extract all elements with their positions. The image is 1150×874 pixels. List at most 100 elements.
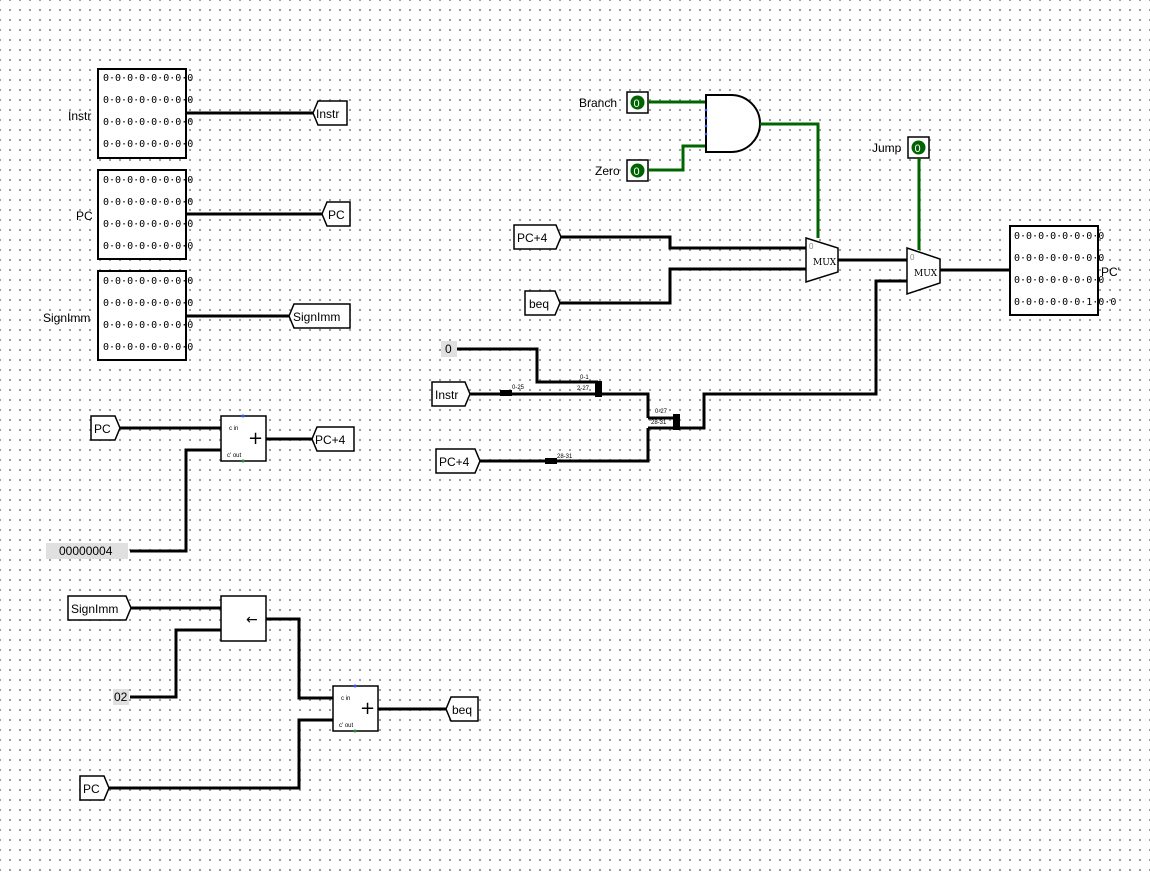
- pin-led: [630, 95, 645, 110]
- tunnel-shape[interactable]: [288, 303, 351, 329]
- tunnel-instr[interactable]: Instr: [312, 100, 348, 126]
- tunnel-shape[interactable]: [79, 775, 110, 801]
- signimm-probe-row: 0·0·0·0·0·0·0·0: [103, 320, 193, 331]
- tunnel-pc-in-label: PC: [94, 422, 111, 436]
- tunnel-pc4-out[interactable]: PC+4: [311, 426, 355, 452]
- splitter[interactable]: [673, 414, 680, 430]
- splitter[interactable]: [545, 458, 557, 464]
- instr-probe-row: 0·0·0·0·0·0·0·0: [103, 95, 193, 106]
- shifter[interactable]: ←: [220, 595, 267, 642]
- pin-dot: [704, 116, 708, 120]
- pc-next-probe[interactable]: 0·0·0·0·0·0·0·0 0·0·0·0·0·0·0·0 0·0·0·0·…: [1009, 225, 1116, 316]
- signimm-probe-row: 0·0·0·0·0·0·0·0: [103, 276, 193, 287]
- constant-4-bg[interactable]: [46, 543, 128, 559]
- mux-shape[interactable]: [906, 246, 941, 296]
- constant-0: 0: [445, 342, 452, 356]
- mux-zero-label: 0: [809, 242, 814, 251]
- pin-dot: [704, 124, 708, 128]
- pin-dot: [353, 684, 357, 688]
- tunnel-shape[interactable]: [67, 595, 132, 621]
- tunnel-shape[interactable]: [311, 426, 355, 452]
- tunnel-signimm[interactable]: SignImm: [288, 303, 351, 329]
- tunnel-instr-jump[interactable]: Instr: [431, 381, 471, 407]
- instr-probe-row: 0·0·0·0·0·0·0·0: [103, 73, 193, 84]
- splitter-label: 2-27: [577, 386, 590, 392]
- signimm-probe-label: SignImm: [43, 311, 90, 325]
- mux-jump[interactable]: 0 MUX: [906, 246, 941, 296]
- adder-beq[interactable]: c in c' out +: [332, 684, 379, 733]
- constant-4: 00000004: [59, 544, 113, 558]
- adder-pc4[interactable]: c in c' out +: [220, 414, 267, 463]
- signimm-probe-box[interactable]: [97, 270, 187, 361]
- tunnel-pc-in-2[interactable]: PC: [79, 775, 110, 801]
- splitter[interactable]: [595, 381, 602, 397]
- instr-probe-row: 0·0·0·0·0·0·0·0: [103, 139, 193, 150]
- and-gate-shape[interactable]: [705, 94, 761, 153]
- zero-pin[interactable]: 0: [626, 159, 649, 182]
- pc-next-probe-row: 0·0·0·0·0·0·1·0·0: [1014, 297, 1116, 308]
- tunnel-shape[interactable]: [321, 201, 351, 227]
- tunnel-beq-mux[interactable]: beq: [524, 290, 561, 316]
- pc-next-probe-row: 0·0·0·0·0·0·0·0: [1014, 275, 1104, 286]
- zero-pin-value: 0: [634, 166, 640, 178]
- mux-label: MUX: [914, 269, 938, 279]
- tunnel-shape[interactable]: [524, 290, 561, 316]
- tunnel-shape[interactable]: [312, 100, 348, 126]
- pin-dot: [241, 459, 245, 463]
- tunnel-shape[interactable]: [435, 448, 481, 474]
- jump-pin-label: Jump: [872, 141, 902, 155]
- tunnel-pc-in[interactable]: PC: [90, 415, 121, 441]
- instr-probe-label: Instr: [68, 109, 91, 123]
- tunnel-signimm-in[interactable]: SignImm: [67, 595, 132, 621]
- pin-dot: [704, 132, 708, 136]
- splitter-label: 28-31: [651, 420, 667, 426]
- pc-probe-box[interactable]: [97, 169, 187, 260]
- wire-active: [760, 122, 820, 238]
- pin-dot: [241, 414, 245, 418]
- constant-2-bg[interactable]: [113, 689, 129, 705]
- instr-probe-box[interactable]: [97, 68, 187, 159]
- tunnel-pc4-out-label: PC+4: [315, 433, 346, 447]
- instr-probe-row: 0·0·0·0·0·0·0·0: [103, 117, 193, 128]
- and-gate[interactable]: [704, 94, 761, 153]
- tunnel-beq-out[interactable]: beq: [445, 696, 479, 722]
- pin-dot: [704, 108, 708, 112]
- tunnel-pc[interactable]: PC: [321, 201, 351, 227]
- adder-cin-label: c in: [341, 696, 350, 702]
- signimm-probe[interactable]: 0·0·0·0·0·0·0·0 0·0·0·0·0·0·0·0 0·0·0·0·…: [97, 270, 193, 361]
- constant-0-bg[interactable]: [441, 341, 457, 357]
- jump-pin[interactable]: 0: [907, 136, 930, 159]
- wire: [130, 628, 221, 699]
- pc-next-probe-label: PC': [1101, 265, 1120, 279]
- splitter-label: 0-1: [580, 375, 589, 381]
- wire: [561, 235, 806, 250]
- tunnel-pc4-mux-label: PC+4: [517, 231, 548, 245]
- tunnel-pc4-jump[interactable]: PC+4: [435, 448, 481, 474]
- tunnel-shape[interactable]: [513, 224, 562, 250]
- branch-pin-label: Branch: [579, 96, 617, 110]
- pc-probe-row: 0·0·0·0·0·0·0·0: [103, 219, 193, 230]
- wire: [109, 718, 333, 790]
- tunnel-pc-in-2-label: PC: [83, 782, 100, 796]
- shifter-box[interactable]: [220, 595, 267, 642]
- instr-probe[interactable]: 0·0·0·0·0·0·0·0 0·0·0·0·0·0·0·0 0·0·0·0·…: [97, 68, 193, 159]
- signimm-probe-row: 0·0·0·0·0·0·0·0: [103, 298, 193, 309]
- mux-label: MUX: [813, 258, 837, 268]
- branch-pin[interactable]: 0: [626, 91, 649, 114]
- tunnel-shape[interactable]: [90, 415, 121, 441]
- wire: [560, 267, 806, 305]
- splitter[interactable]: [500, 390, 512, 396]
- tunnel-shape[interactable]: [431, 381, 471, 407]
- pc-probe[interactable]: 0·0·0·0·0·0·0·0 0·0·0·0·0·0·0·0 0·0·0·0·…: [97, 169, 193, 260]
- mux-shape[interactable]: [805, 236, 839, 284]
- tunnel-instr-jump-label: Instr: [435, 388, 458, 402]
- pc-probe-row: 0·0·0·0·0·0·0·0: [103, 175, 193, 186]
- tunnel-pc4-mux[interactable]: PC+4: [513, 224, 562, 250]
- tunnel-signimm-label: SignImm: [293, 310, 340, 324]
- pc-next-probe-box[interactable]: [1009, 225, 1099, 316]
- mux-branch[interactable]: 0 MUX: [805, 236, 839, 284]
- wire: [470, 392, 650, 418]
- adder-cout-label: c' out: [227, 453, 241, 459]
- splitter-label: 0-25: [512, 385, 525, 391]
- tunnel-shape[interactable]: [445, 696, 479, 722]
